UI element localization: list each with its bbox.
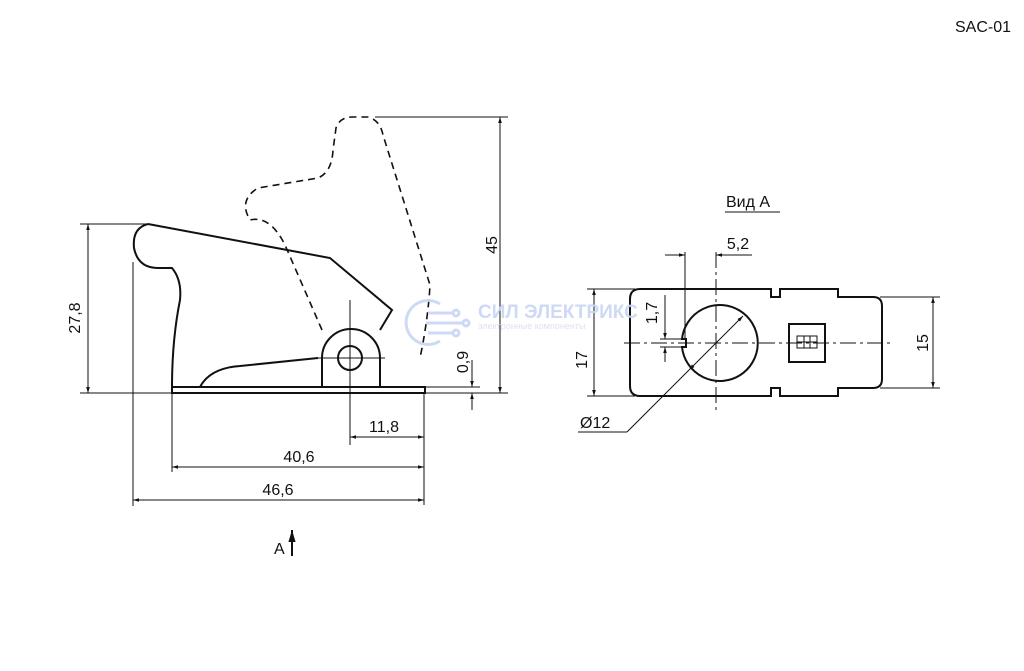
- hinge-block: [321, 328, 381, 387]
- view-marker-label: A: [274, 541, 285, 558]
- dim-width-outer: 17: [574, 351, 591, 369]
- dim-height-open: 45: [484, 236, 501, 254]
- view-a-dimensions: 5,2 1,7 17 15 Ø12: [574, 236, 940, 433]
- dim-hole-diameter: Ø12: [580, 415, 610, 432]
- watermark-logo-icon: [404, 299, 471, 346]
- watermark-name: СИЛ ЭЛЕКТРИКС: [478, 302, 638, 323]
- dim-key-width: 1,7: [644, 302, 661, 324]
- dim-width-inner: 15: [915, 334, 932, 352]
- watermark: СИЛ ЭЛЕКТРИКС электронные компоненты: [404, 299, 638, 346]
- watermark-tagline: электронные компоненты: [478, 321, 585, 331]
- view-a: Вид А: [624, 194, 893, 412]
- dim-pivot-offset: 11,8: [369, 419, 399, 436]
- view-title: Вид А: [726, 194, 770, 211]
- dim-plate-thickness: 0,9: [455, 351, 472, 373]
- dim-height-closed: 27,8: [67, 302, 84, 333]
- cover-closed: [132, 223, 394, 388]
- cover-lower-edge: [199, 357, 319, 388]
- plate-outline: [629, 288, 883, 397]
- base-plate: [171, 386, 426, 394]
- cover-open-outline: [244, 116, 431, 359]
- dim-key-offset: 5,2: [727, 236, 749, 253]
- dim-base-length: 40,6: [283, 449, 314, 466]
- side-view: [132, 116, 431, 445]
- drawing-code: SAC-01: [955, 19, 1011, 36]
- dim-total-length: 46,6: [262, 482, 293, 499]
- side-dimensions: 27,8 45 0,9 11,8 40,6 46,6 A: [67, 116, 508, 558]
